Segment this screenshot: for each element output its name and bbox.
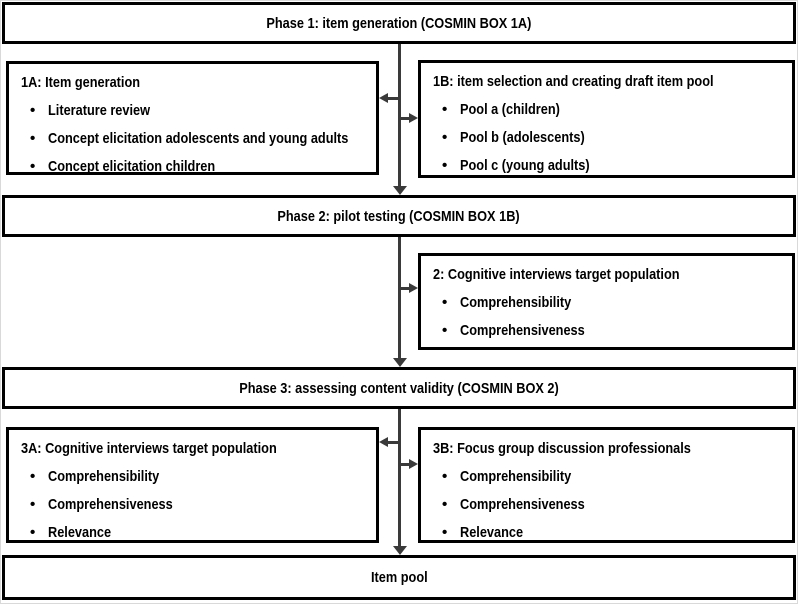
box-3b-heading: 3B: Focus group discussion professionals	[433, 440, 691, 457]
box-1b-bullet-list: Pool a (children) Pool b (adolescents) P…	[433, 96, 782, 180]
connector-phase1-down	[398, 44, 401, 187]
connector-to-box2	[399, 287, 410, 290]
phase2-title: Phase 2: pilot testing (COSMIN BOX 1B)	[277, 207, 521, 225]
list-item: Pool b (adolescents)	[433, 124, 782, 152]
connector-to-box3a	[386, 441, 400, 444]
arrow-down-to-phase3-icon	[393, 358, 407, 367]
box-1b-heading: 1B: item selection and creating draft it…	[433, 73, 714, 90]
arrow-left-to-box1a-icon	[379, 93, 388, 103]
list-item: Comprehensiveness	[433, 491, 782, 519]
list-item: Relevance	[21, 519, 366, 547]
arrow-right-to-box2-icon	[409, 283, 418, 293]
box-3b-bullet-list: Comprehensibility Comprehensiveness Rele…	[433, 463, 782, 547]
item-pool-banner: Item pool	[2, 555, 796, 600]
phase3-title: Phase 3: assessing content validity (COS…	[239, 379, 559, 397]
phase2-banner: Phase 2: pilot testing (COSMIN BOX 1B)	[2, 195, 796, 237]
phase1-title: Phase 1: item generation (COSMIN BOX 1A)	[266, 14, 532, 32]
connector-to-box1b	[399, 117, 410, 120]
box-1a-bullet-list: Literature review Concept elicitation ad…	[21, 97, 366, 181]
box-1a-heading: 1A: Item generation	[21, 74, 141, 91]
phase3-banner: Phase 3: assessing content validity (COS…	[2, 367, 796, 409]
arrow-right-to-box1b-icon	[409, 113, 418, 123]
list-item: Comprehensiveness	[433, 317, 782, 345]
list-item: Literature review	[21, 97, 366, 125]
phase1-banner: Phase 1: item generation (COSMIN BOX 1A)	[2, 2, 796, 44]
item-pool-title: Item pool	[370, 569, 428, 586]
arrow-right-to-box3b-icon	[409, 459, 418, 469]
box-3a-heading: 3A: Cognitive interviews target populati…	[21, 440, 277, 457]
box-3a-cognitive-interviews: 3A: Cognitive interviews target populati…	[6, 427, 379, 547]
connector-to-box1a	[386, 97, 400, 100]
connector-phase2-down	[398, 237, 401, 359]
box-2-heading: 2: Cognitive interviews target populatio…	[433, 266, 680, 283]
list-item: Comprehensibility	[433, 463, 782, 491]
list-item: Concept elicitation children	[21, 153, 366, 181]
list-item: Pool c (young adults)	[433, 152, 782, 180]
arrow-down-to-phase2-icon	[393, 186, 407, 195]
list-item: Pool a (children)	[433, 96, 782, 124]
arrow-down-to-itempool-icon	[393, 546, 407, 555]
box-3b-focus-group: 3B: Focus group discussion professionals…	[418, 427, 795, 547]
list-item: Comprehensibility	[21, 463, 366, 491]
connector-to-box3b	[399, 463, 410, 466]
list-item: Comprehensibility	[433, 289, 782, 317]
list-item: Comprehensiveness	[21, 491, 366, 519]
box-1a-item-generation: 1A: Item generation Literature review Co…	[6, 61, 379, 181]
list-item: Relevance	[433, 519, 782, 547]
box-1b-item-selection: 1B: item selection and creating draft it…	[418, 60, 795, 180]
arrow-left-to-box3a-icon	[379, 437, 388, 447]
list-item: Concept elicitation adolescents and youn…	[21, 125, 366, 153]
box-2-bullet-list: Comprehensibility Comprehensiveness	[433, 289, 782, 345]
box-2-cognitive-interviews: 2: Cognitive interviews target populatio…	[418, 253, 795, 350]
connector-phase3-down	[398, 409, 401, 547]
box-3a-bullet-list: Comprehensibility Comprehensiveness Rele…	[21, 463, 366, 547]
